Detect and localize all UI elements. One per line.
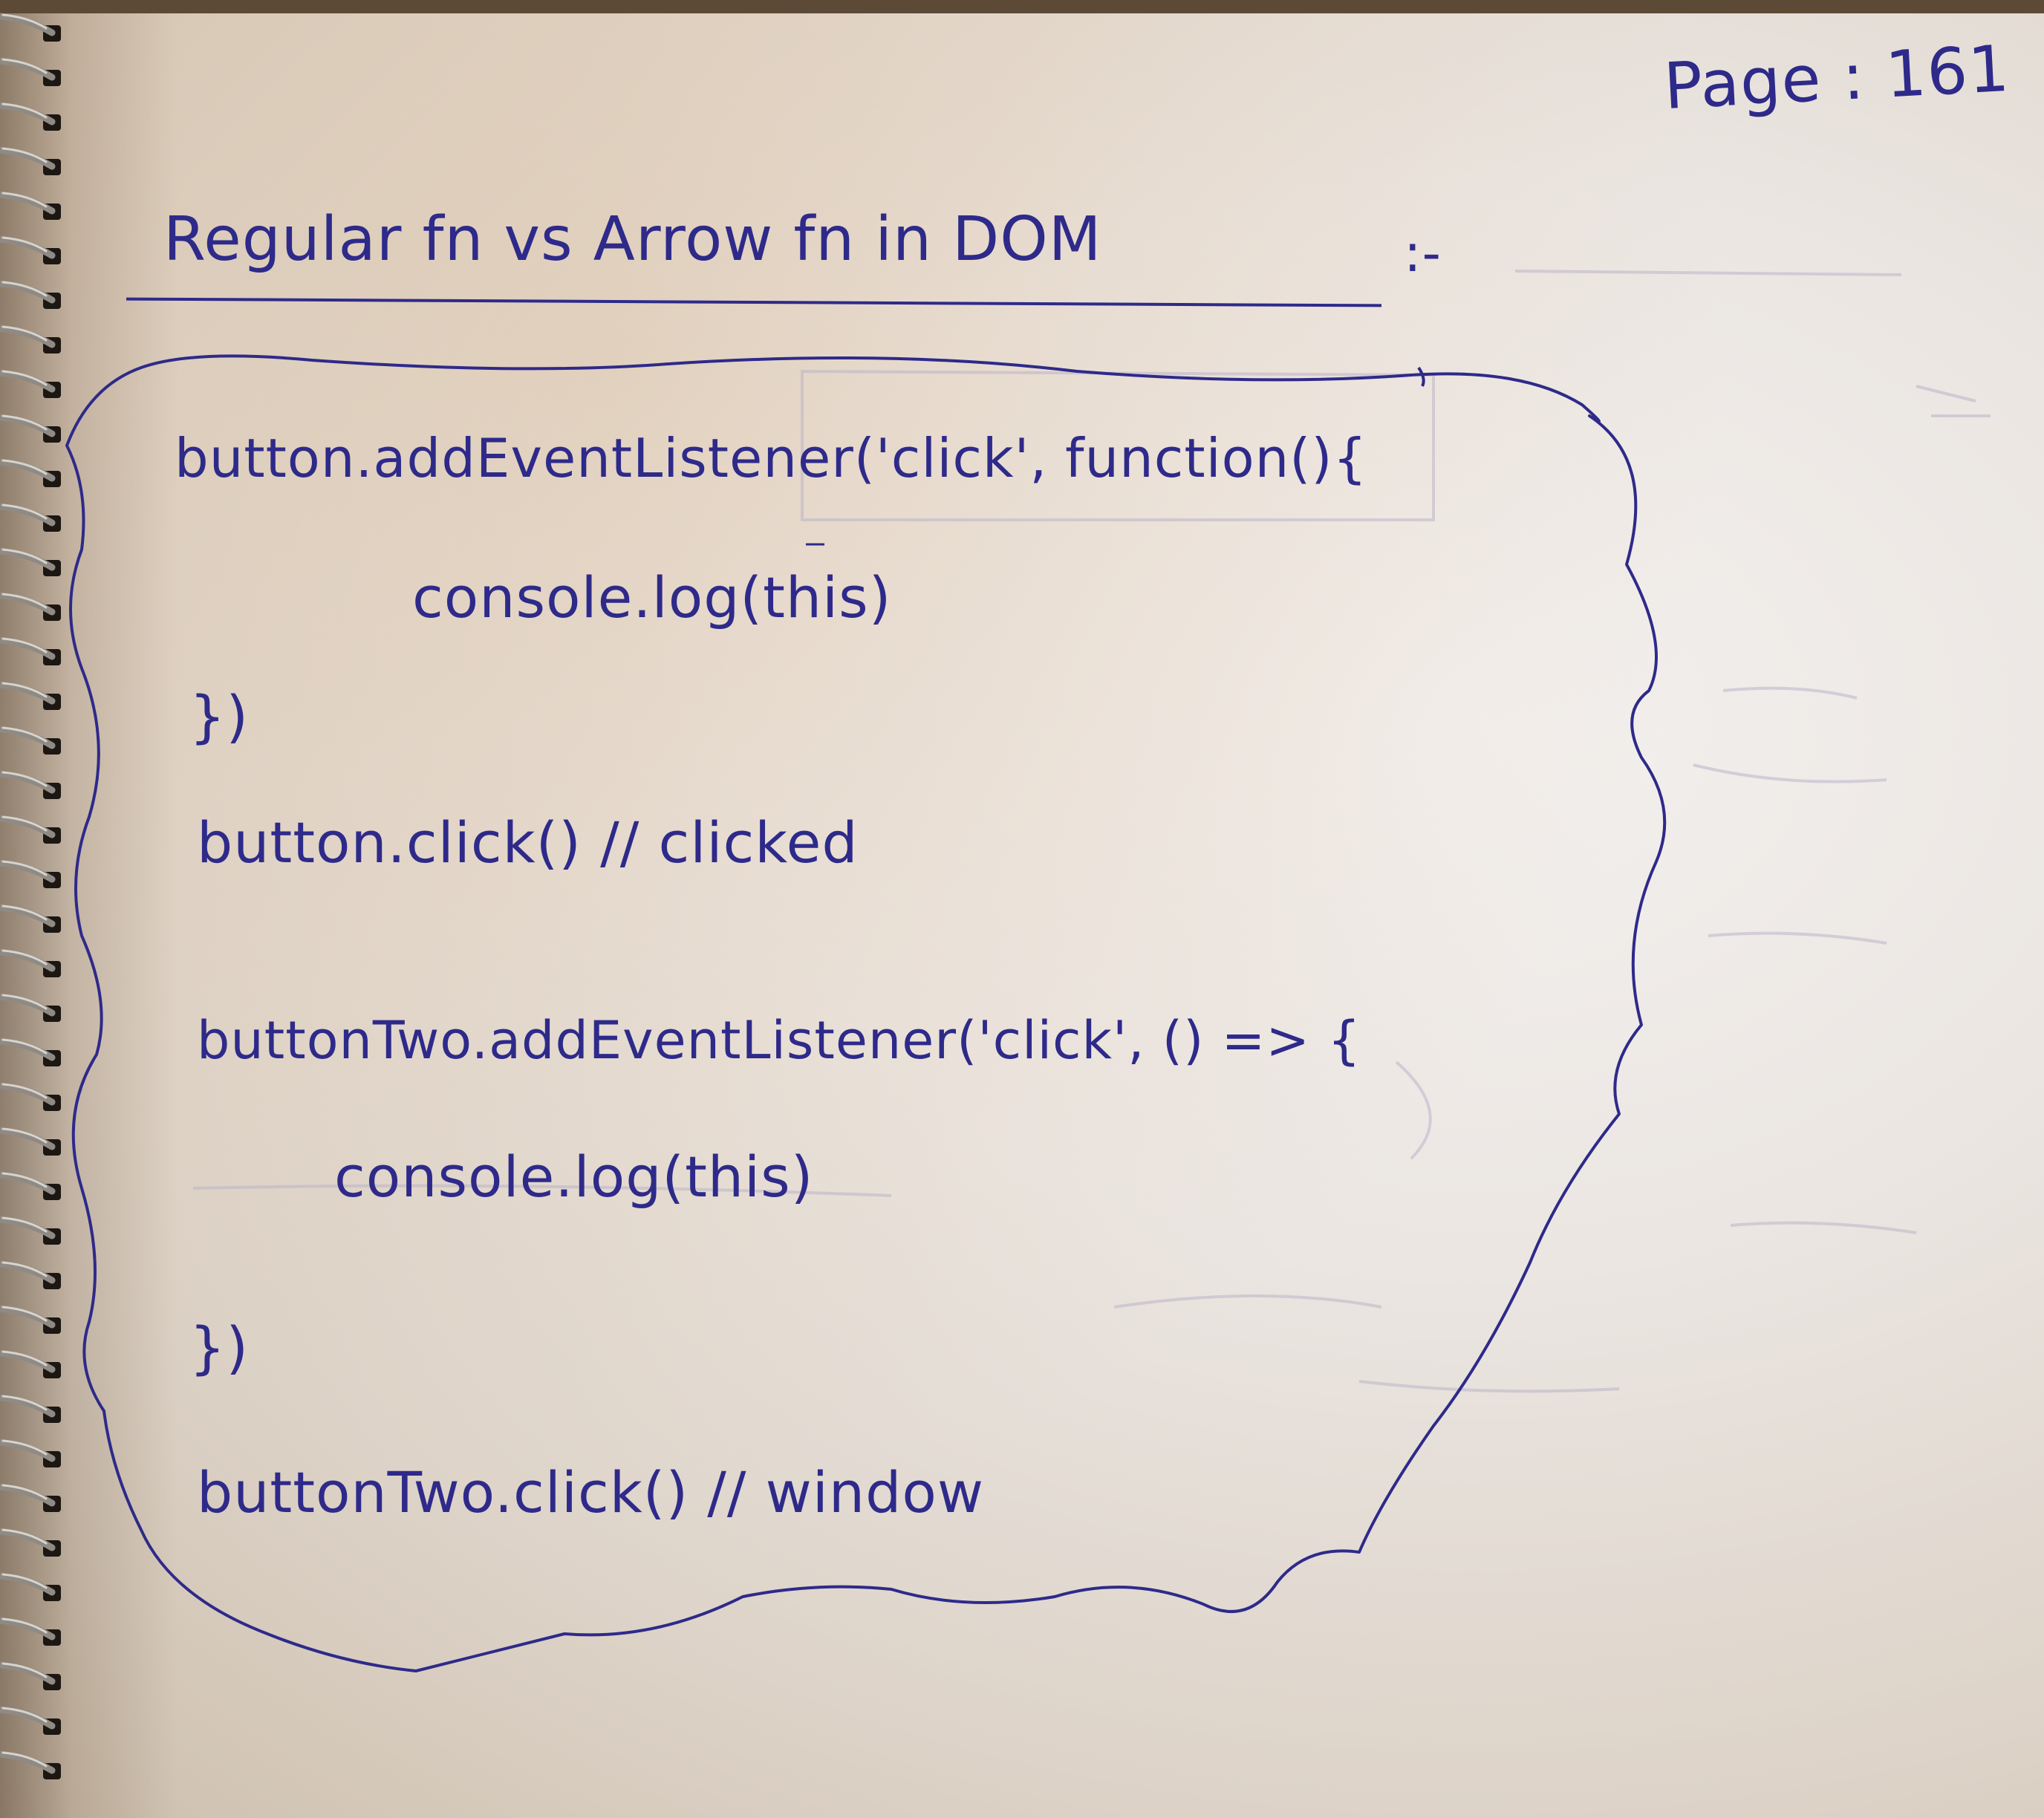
spiral-coil (0, 146, 56, 170)
spiral-coil (0, 1750, 56, 1774)
spiral-coil-highlight (1, 1261, 48, 1277)
spiral-coil-highlight (1, 1306, 48, 1322)
spiral-coil-highlight (1, 1350, 48, 1366)
spiral-coil-highlight (1, 593, 48, 609)
spiral-coil-highlight (1, 414, 48, 431)
spiral-coil-highlight (1, 459, 48, 475)
spiral-coil-highlight (1, 726, 48, 743)
spiral-coil-highlight (1, 236, 48, 252)
spiral-coil (0, 102, 56, 126)
spiral-coil (0, 904, 56, 928)
spiral-coil-highlight (1, 682, 48, 698)
spiral-coil-highlight (1, 1172, 48, 1188)
spiral-coil-highlight (1, 548, 48, 564)
code-line: console.log(this) (334, 1144, 814, 1210)
spiral-coil-highlight (1, 281, 48, 297)
spiral-coil-highlight (1, 1617, 48, 1634)
code-line: buttonTwo.click() // window (197, 1459, 984, 1525)
spiral-coil-highlight (1, 1573, 48, 1589)
spiral-coil (0, 191, 56, 215)
code-line: console.log(this) (412, 564, 892, 631)
spiral-coil-highlight (1, 370, 48, 386)
spiral-coil (0, 414, 56, 437)
spiral-coil (0, 815, 56, 838)
spiral-coil (0, 503, 56, 527)
spiral-coil (0, 636, 56, 660)
spiral-coil-highlight (1, 1127, 48, 1144)
spiral-coil (0, 1661, 56, 1685)
spiral-coil (0, 770, 56, 794)
spiral-coil (0, 235, 56, 259)
code-line: }) (189, 683, 250, 749)
spiral-coil (0, 1394, 56, 1418)
spiral-coil (0, 1349, 56, 1373)
spiral-coil-highlight (1, 13, 48, 30)
code-line: }) (189, 1314, 250, 1381)
spiral-coil-highlight (1, 1216, 48, 1233)
spiral-coil-highlight (1, 1662, 48, 1678)
spiral-coil (0, 1706, 56, 1730)
spiral-coil-highlight (1, 58, 48, 74)
spiral-binding (0, 13, 61, 1779)
title-suffix: :- (1404, 223, 1442, 284)
spiral-coils (0, 13, 61, 1779)
spiral-coil-highlight (1, 504, 48, 520)
spiral-coil-highlight (1, 905, 48, 921)
spiral-coil-highlight (1, 815, 48, 832)
code-line: button.click() // clicked (197, 809, 859, 876)
spiral-coil (0, 1260, 56, 1284)
spiral-coil (0, 859, 56, 883)
spiral-coil (0, 1439, 56, 1462)
top-edge (0, 0, 2044, 13)
spiral-coil (0, 280, 56, 304)
spiral-coil-highlight (1, 949, 48, 965)
spiral-coil (0, 1127, 56, 1150)
spiral-coil (0, 458, 56, 482)
spiral-coil-highlight (1, 192, 48, 208)
spiral-coil (0, 681, 56, 705)
spiral-coil-highlight (1, 1395, 48, 1411)
spiral-coil (0, 1483, 56, 1507)
spiral-coil (0, 592, 56, 616)
spiral-coil-highlight (1, 102, 48, 119)
spiral-coil (0, 948, 56, 972)
spiral-coil (0, 726, 56, 749)
spiral-coil (0, 1305, 56, 1329)
spiral-coil-highlight (1, 1528, 48, 1545)
spiral-coil (0, 1082, 56, 1106)
spiral-coil-highlight (1, 860, 48, 876)
spiral-coil-highlight (1, 1707, 48, 1723)
code-line: button.addEventListener('click', functio… (175, 427, 1368, 489)
spiral-coil (0, 369, 56, 393)
spiral-coil (0, 1528, 56, 1551)
spiral-coil-highlight (1, 1751, 48, 1768)
spiral-coil-highlight (1, 1439, 48, 1456)
spiral-coil (0, 57, 56, 81)
spiral-coil (0, 993, 56, 1017)
spiral-coil-highlight (1, 325, 48, 342)
spiral-coil (0, 547, 56, 571)
spiral-coil-highlight (1, 1038, 48, 1055)
spiral-coil (0, 1171, 56, 1195)
spiral-coil (0, 1216, 56, 1239)
spiral-coil-highlight (1, 1083, 48, 1099)
spiral-coil (0, 1617, 56, 1641)
spiral-coil (0, 1037, 56, 1061)
spiral-coil (0, 1572, 56, 1596)
spiral-coil-highlight (1, 637, 48, 654)
spiral-coil-highlight (1, 771, 48, 787)
binding-shadow (0, 0, 178, 1818)
spiral-coil-highlight (1, 994, 48, 1010)
spiral-coil-highlight (1, 147, 48, 163)
page-title: Regular fn vs Arrow fn in DOM (163, 204, 1102, 275)
spiral-coil (0, 13, 56, 36)
spiral-coil-highlight (1, 1484, 48, 1500)
spiral-coil (0, 325, 56, 348)
code-line: buttonTwo.addEventListener('click', () =… (197, 1010, 1361, 1071)
